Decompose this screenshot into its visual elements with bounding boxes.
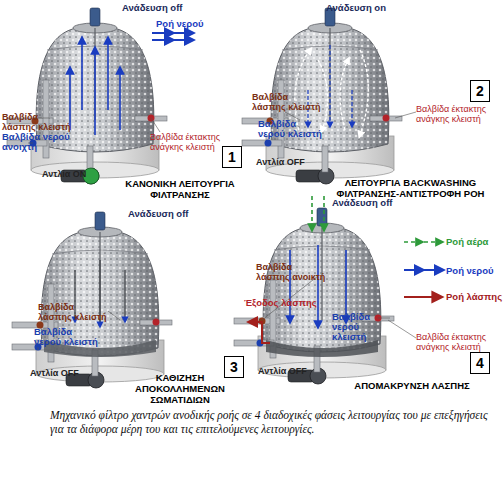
legend-text: Ροή αέρα bbox=[446, 236, 488, 247]
sludge-valve-label: Βαλβίδα λάσπης ανοικτή bbox=[256, 262, 328, 282]
sludge-valve-label: Βαλβίδα λάσπης κλειστή bbox=[2, 112, 74, 132]
emergency-valve-label: Βαλβίδα έκτακτης ανάγκης κλειστή bbox=[416, 332, 502, 352]
pump-label: Αντλία OFF bbox=[256, 157, 305, 167]
legend-text: Ροή νερού bbox=[446, 265, 494, 276]
agitator-label: Ανάδευση off bbox=[122, 3, 183, 13]
water-valve-label: Βαλβίδα νερού κλειστή bbox=[258, 119, 322, 139]
phase-number-box: 4 bbox=[470, 352, 490, 374]
phase-number-box: 2 bbox=[470, 80, 490, 102]
phase-title: ΛΕΙΤΟΥΡΓΙΑ BACKWASHING ΦΙΛΤΡΑΝΣΗΣ-ΑΝΤΙΣΤ… bbox=[318, 177, 503, 199]
legend-text: Ροή λάσπης bbox=[446, 291, 502, 302]
phase-number-box: 3 bbox=[224, 356, 244, 378]
phase-number: 4 bbox=[476, 355, 484, 371]
pump-label: Αντλία OFF bbox=[30, 368, 79, 378]
agitator-label: Ανάδευση off bbox=[128, 209, 189, 219]
water-valve-label: Βαλβίδα νερού ανοιχτή bbox=[2, 132, 74, 152]
pump-label: Αντλία OFF bbox=[258, 366, 307, 376]
water-valve-label: Βαλβίδα νερού κλειστή bbox=[332, 312, 392, 342]
phase-number-box: 1 bbox=[222, 146, 242, 168]
phase-title: ΚΑΘΙΖΗΣΗ ΑΠΟΚΟΛΛΗΜΕΝΩΝ ΣΩΜΑΤΙΔΙΩΝ bbox=[128, 372, 232, 405]
phase-number: 1 bbox=[228, 149, 236, 165]
pump-label: Αντλία ON bbox=[42, 169, 86, 179]
emergency-valve-label: Βαλβίδα έκτακτης ανάγκης κλειστή bbox=[416, 104, 502, 124]
phase-number: 2 bbox=[476, 83, 484, 99]
agitator-label: Ανάδευση off bbox=[332, 198, 393, 208]
figure-caption: Μηχανικό φίλτρο χαντρών ανοδικής ροής σε… bbox=[50, 408, 490, 436]
water-valve-label: Βαλβίδα νερού κλειστή bbox=[34, 327, 98, 347]
sludge-valve-label: Βαλβίδα λάσπης κλειστή bbox=[38, 302, 110, 322]
sludge-outlet-label: Έξοδος λάσπης bbox=[244, 298, 317, 308]
sludge-valve-label: Βαλβίδα λάσπης κλειστή bbox=[252, 92, 324, 112]
agitator-label: Ανάδευση on bbox=[326, 3, 386, 13]
phase-title: ΚΑΝΟΝΙΚΗ ΛΕΙΤΟΥΡΓΙΑ ΦΙΛΤΡΑΝΣΗΣ bbox=[110, 178, 250, 200]
flow-label: Ροή νερού bbox=[156, 19, 204, 29]
phase-number: 3 bbox=[230, 359, 238, 375]
phase-title: ΑΠΟΜΑΚΡΥΝΣΗ ΛΑΣΠΗΣ bbox=[352, 380, 472, 391]
